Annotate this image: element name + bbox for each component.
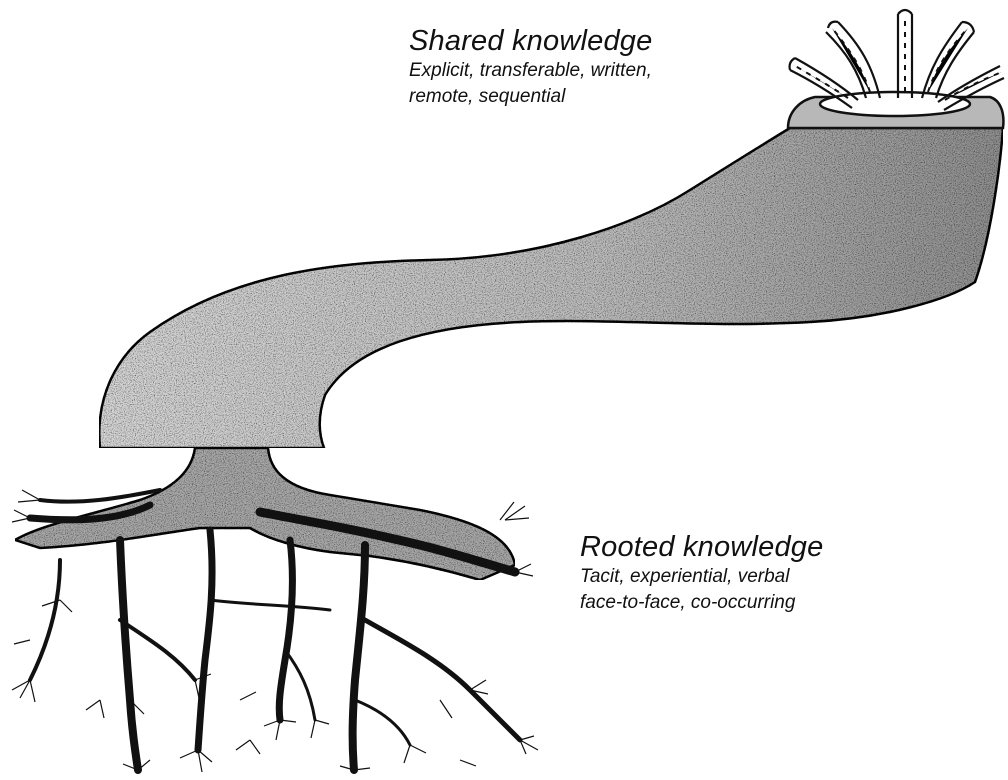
shared-knowledge-title: Shared knowledge: [409, 24, 652, 58]
pipe-body: [99, 128, 1003, 448]
rooted-knowledge-title: Rooted knowledge: [580, 530, 823, 564]
shared-knowledge-line-1: Explicit, transferable, written,: [409, 58, 652, 84]
shared-knowledge-line-2: remote, sequential: [409, 84, 652, 110]
shared-knowledge-label: Shared knowledge Explicit, transferable,…: [409, 24, 652, 110]
rooted-knowledge-line-1: Tacit, experiential, verbal: [580, 564, 823, 590]
fountain-spout-icon: [788, 10, 1004, 128]
tree-roots-icon: [12, 448, 538, 772]
rooted-knowledge-line-2: face-to-face, co-occurring: [580, 590, 823, 616]
rooted-knowledge-label: Rooted knowledge Tacit, experiential, ve…: [580, 530, 823, 616]
